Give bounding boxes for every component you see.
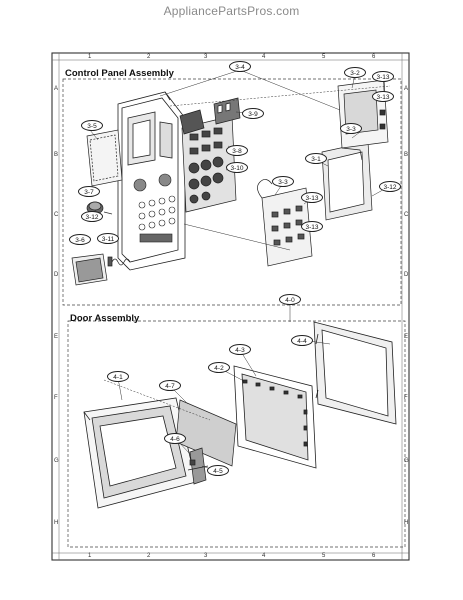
grid-col-label: 5 bbox=[322, 54, 326, 60]
part-callout-3-9: 3-9 bbox=[242, 107, 264, 119]
part-callout-4-3: 4-3 bbox=[229, 343, 251, 355]
grid-col-label: 1 bbox=[88, 54, 92, 60]
grid-col-label: 3 bbox=[204, 553, 208, 559]
grid-col-label: 6 bbox=[372, 553, 376, 559]
control-panel-keypad bbox=[133, 173, 176, 243]
grid-row-label: H bbox=[404, 520, 409, 526]
part-callout-3-4: 3-4 bbox=[229, 60, 251, 72]
grid-row-label: B bbox=[54, 152, 59, 158]
sheet-frame bbox=[51, 52, 410, 561]
spring-part bbox=[107, 256, 131, 267]
door-shield-part bbox=[313, 321, 397, 425]
part-callout-3-13: 3-13 bbox=[372, 90, 394, 102]
keypad-membrane-part bbox=[181, 115, 237, 213]
grid-row-label: A bbox=[404, 86, 409, 92]
grid-row-label: D bbox=[54, 272, 59, 278]
part-callout-4-5: 4-5 bbox=[207, 464, 229, 476]
choke-plate-part bbox=[175, 399, 237, 467]
part-callout-3-10: 3-10 bbox=[226, 161, 248, 173]
control-panel-box bbox=[62, 78, 402, 306]
grid-col-label: 4 bbox=[262, 553, 266, 559]
control-panel-frame bbox=[117, 91, 186, 271]
watermark-text: AppliancePartsPros.com bbox=[163, 4, 300, 18]
grid-row-label: E bbox=[404, 334, 409, 340]
grid-row-label: G bbox=[404, 458, 409, 464]
grid-col-label: 1 bbox=[88, 553, 92, 559]
part-callout-4-0: 4-0 bbox=[279, 293, 301, 305]
part-callout-4-6: 4-6 bbox=[164, 432, 186, 444]
door-assembly-title: Door Assembly bbox=[70, 313, 140, 324]
grid-col-label: 3 bbox=[204, 54, 208, 60]
grid-row-label: F bbox=[404, 395, 408, 401]
control-board-part bbox=[257, 179, 313, 267]
grid-col-label: 2 bbox=[147, 54, 151, 60]
part-callout-3-11: 3-11 bbox=[97, 232, 119, 244]
grid-col-label: 6 bbox=[372, 54, 376, 60]
door-frame-part bbox=[83, 397, 197, 509]
door-box bbox=[67, 320, 406, 548]
grid-row-label: A bbox=[54, 86, 59, 92]
part-callout-3-6: 3-6 bbox=[69, 233, 91, 245]
grid-col-label: 2 bbox=[147, 553, 151, 559]
grid-row-label: E bbox=[54, 334, 59, 340]
part-callout-4-1: 4-1 bbox=[107, 370, 129, 382]
bracket-part bbox=[179, 109, 205, 135]
part-callout-4-7: 4-7 bbox=[159, 379, 181, 391]
part-callout-3-1: 3-1 bbox=[305, 152, 327, 164]
part-callout-3-12: 3-12 bbox=[379, 180, 401, 192]
grid-row-label: H bbox=[54, 520, 59, 526]
grid-row-label: C bbox=[54, 212, 59, 218]
part-callout-3-5: 3-5 bbox=[81, 119, 103, 131]
part-callout-3-2: 3-2 bbox=[344, 66, 366, 78]
part-callout-4-2: 4-2 bbox=[208, 361, 230, 373]
grid-row-label: C bbox=[404, 212, 409, 218]
part-callout-3-12: 3-12 bbox=[81, 210, 103, 222]
door-inner-panel-part bbox=[233, 365, 317, 469]
control-panel-assembly-title: Control Panel Assembly bbox=[65, 68, 174, 79]
display-panel-part bbox=[321, 141, 373, 221]
part-callout-3-13: 3-13 bbox=[301, 220, 323, 232]
part-callout-3-13: 3-13 bbox=[372, 70, 394, 82]
grid-row-label: F bbox=[54, 395, 58, 401]
grid-row-label: B bbox=[404, 152, 409, 158]
part-callout-3-13: 3-13 bbox=[301, 191, 323, 203]
part-callout-3-3: 3-3 bbox=[272, 175, 294, 187]
grid-row-label: D bbox=[404, 272, 409, 278]
display-cover-part bbox=[86, 129, 123, 187]
grid-col-label: 4 bbox=[262, 54, 266, 60]
grid-col-label: 5 bbox=[322, 553, 326, 559]
part-callout-3-3: 3-3 bbox=[340, 122, 362, 134]
part-callout-3-8: 3-8 bbox=[226, 144, 248, 156]
part-callout-3-7: 3-7 bbox=[78, 185, 100, 197]
part-callout-4-4: 4-4 bbox=[291, 334, 313, 346]
grid-row-label: G bbox=[54, 458, 59, 464]
door-button-part bbox=[71, 253, 108, 286]
connector-block-part bbox=[213, 97, 241, 125]
